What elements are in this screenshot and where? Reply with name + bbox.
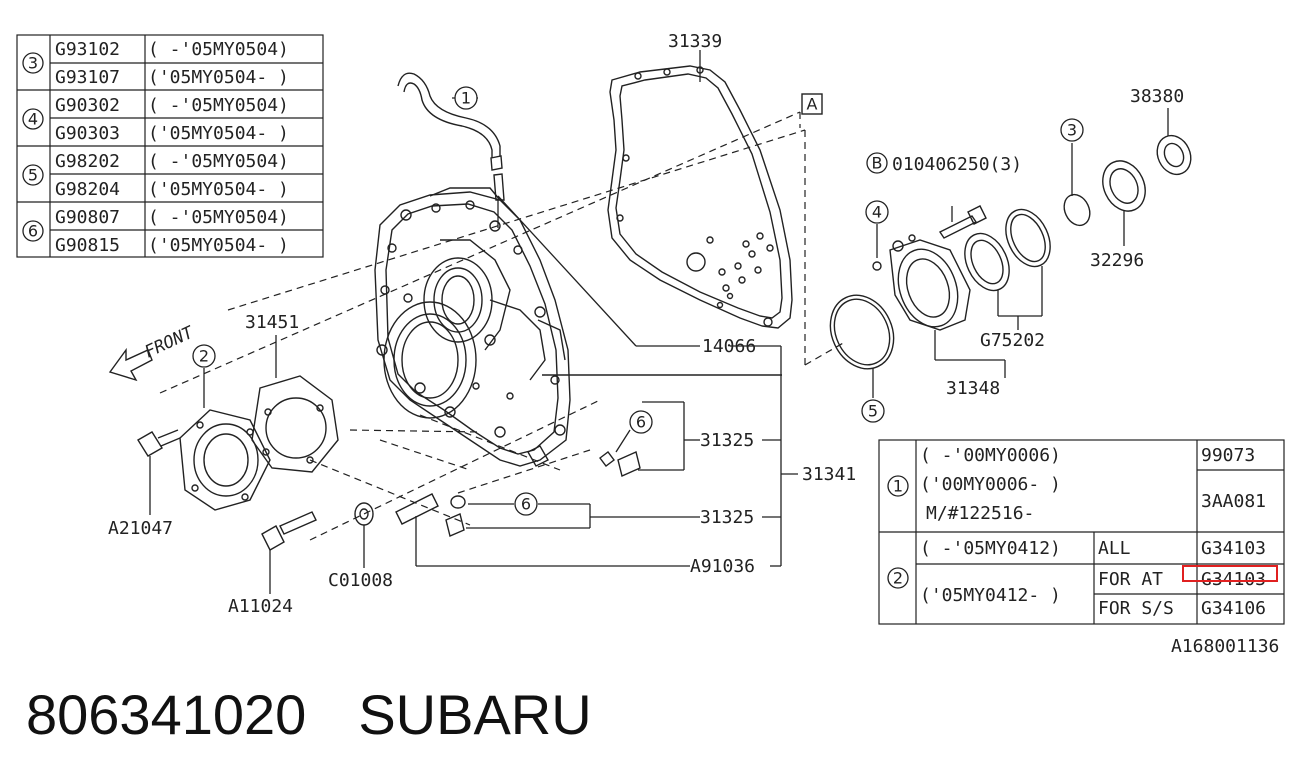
highlighted-part-number: G34103 bbox=[1201, 569, 1266, 590]
callout-6: 6 bbox=[636, 413, 646, 432]
part-38380-label: 38380 bbox=[1130, 86, 1184, 107]
part-31339-label: 31339 bbox=[668, 31, 722, 52]
callout-3: 3 bbox=[1067, 121, 1077, 140]
table-ref-1: 1 bbox=[893, 477, 903, 496]
part-A91036-label: A91036 bbox=[690, 556, 755, 577]
part-A11024-label: A11024 bbox=[228, 596, 293, 617]
table-range: ('05MY0504- ) bbox=[148, 67, 289, 88]
table-range: ( -'05MY0412) bbox=[920, 538, 1061, 559]
table-ref-4: 4 bbox=[28, 110, 38, 129]
table-range: ('00MY0006- ) bbox=[920, 474, 1061, 495]
part-C01008-label: C01008 bbox=[328, 570, 393, 591]
table-part-number: G93102 bbox=[55, 39, 120, 60]
table-range: ('05MY0504- ) bbox=[148, 123, 289, 144]
reference-box bbox=[801, 93, 823, 115]
part-G75202-label: G75202 bbox=[980, 330, 1045, 351]
table-type: FOR S/S bbox=[1098, 598, 1174, 619]
table-part-number: G90303 bbox=[55, 123, 120, 144]
table-range: ('05MY0412- ) bbox=[920, 585, 1061, 606]
part-010406250-label: 010406250(3) bbox=[892, 154, 1022, 175]
table-type: FOR AT bbox=[1098, 569, 1163, 590]
part-31325-label: 31325 bbox=[700, 507, 754, 528]
callout-2: 2 bbox=[199, 347, 209, 366]
table-range: ( -'05MY0504) bbox=[148, 207, 289, 228]
reference-box-label: A bbox=[807, 95, 818, 114]
gasket-31339: 31339 bbox=[607, 31, 793, 329]
diagram-code: A168001136 bbox=[1171, 636, 1279, 657]
guide-lines bbox=[159, 111, 846, 541]
breather-hose: 1 14066 bbox=[397, 72, 781, 357]
table-ref-2: 2 bbox=[893, 569, 903, 588]
table-part-number: G90807 bbox=[55, 207, 120, 228]
table-model-note: M/#122516- bbox=[926, 503, 1034, 524]
highlight-box bbox=[1182, 565, 1278, 582]
table-part-number: G98204 bbox=[55, 179, 120, 200]
callout-6: 6 bbox=[521, 495, 531, 514]
table-type: ALL bbox=[1098, 538, 1131, 559]
front-label: FRONT bbox=[142, 322, 198, 362]
right-parts-table: 1 2 ( -'00MY0006) 99073 ('00MY0006- ) M/… bbox=[878, 439, 1285, 625]
extension-housing-parts: 5 31348 G75202 4 B 010406250(3) 3 32296 bbox=[829, 86, 1192, 423]
table-range: ( -'05MY0504) bbox=[148, 39, 289, 60]
part-14066-label: 14066 bbox=[702, 336, 756, 357]
table-part-number: G90815 bbox=[55, 235, 120, 256]
table-part-number: G98202 bbox=[55, 151, 120, 172]
transfer-case-cover bbox=[374, 187, 571, 467]
table-part-number: G90302 bbox=[55, 95, 120, 116]
table-range: ( -'00MY0006) bbox=[920, 445, 1061, 466]
callout-1: 1 bbox=[461, 89, 471, 108]
table-part-number: G93107 bbox=[55, 67, 120, 88]
left-parts-table: 3 4 5 6 G93102 ( -'05MY0504) G93107 ('05… bbox=[16, 34, 324, 258]
table-part-number: 3AA081 bbox=[1201, 491, 1266, 512]
part-number: 806341020 bbox=[26, 683, 307, 746]
table-ref-6: 6 bbox=[28, 222, 38, 241]
table-range: ('05MY0504- ) bbox=[148, 235, 289, 256]
table-ref-5: 5 bbox=[28, 166, 38, 185]
part-A21047-label: A21047 bbox=[108, 518, 173, 539]
bolt-note-b: B bbox=[872, 154, 883, 173]
part-32296-label: 32296 bbox=[1090, 250, 1144, 271]
part-31451-label: 31451 bbox=[245, 312, 299, 333]
part-31348-label: 31348 bbox=[946, 378, 1000, 399]
table-range: ( -'05MY0504) bbox=[148, 151, 289, 172]
table-part-number: G34106 bbox=[1201, 598, 1266, 619]
part-31325-label: 31325 bbox=[700, 430, 754, 451]
footer: 806341020 SUBARU bbox=[26, 682, 592, 747]
callout-5: 5 bbox=[868, 402, 878, 421]
table-part-number: 99073 bbox=[1201, 445, 1255, 466]
table-ref-3: 3 bbox=[28, 54, 38, 73]
part-31341-label: 31341 bbox=[802, 464, 856, 485]
front-cover-parts: 31451 2 A21047 A11024 C01008 A91036 bbox=[108, 312, 755, 617]
brand-name: SUBARU bbox=[358, 683, 592, 746]
table-range: ('05MY0504- ) bbox=[148, 179, 289, 200]
table-part-number: G34103 bbox=[1201, 538, 1266, 559]
front-arrow: FRONT bbox=[108, 322, 198, 382]
table-range: ( -'05MY0504) bbox=[148, 95, 289, 116]
callout-4: 4 bbox=[872, 203, 882, 222]
callout-brackets: 6 31325 6 31325 31341 bbox=[466, 346, 856, 567]
